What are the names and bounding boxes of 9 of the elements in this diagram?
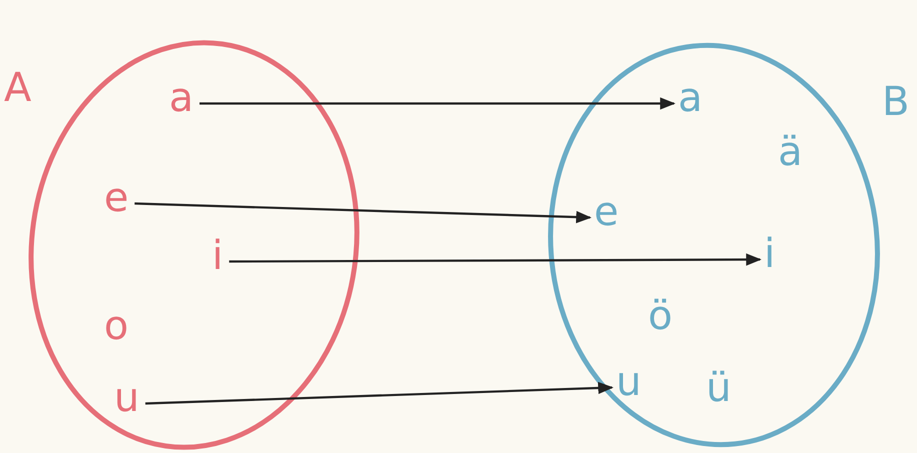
- set-element: u: [616, 359, 642, 405]
- arrow: [229, 253, 762, 266]
- set-element: ö: [648, 293, 672, 339]
- set-name: B: [882, 82, 910, 122]
- set-element: ä: [778, 129, 803, 175]
- set-element: i: [764, 231, 776, 277]
- set-element: a: [678, 75, 703, 121]
- set-element: e: [594, 189, 619, 235]
- set-element: ü: [706, 365, 732, 411]
